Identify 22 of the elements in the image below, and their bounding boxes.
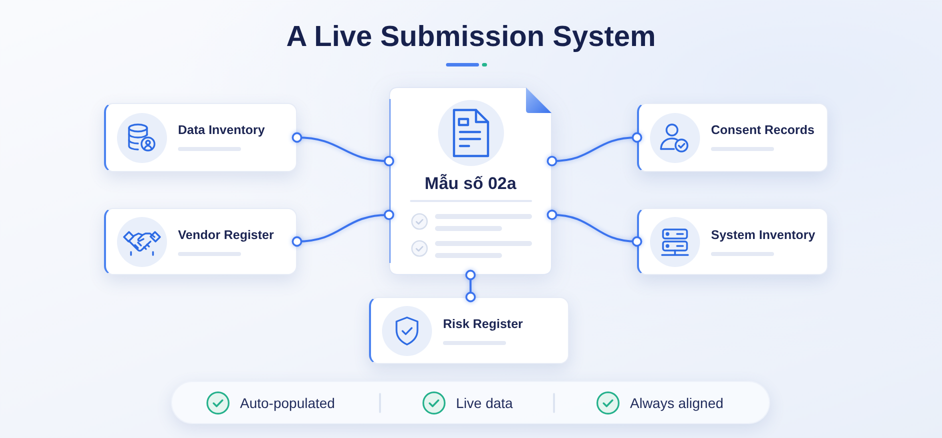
- info-card: [104, 103, 297, 172]
- feature-label: Always aligned: [630, 394, 724, 412]
- info-card: [369, 297, 569, 364]
- info-card: [104, 208, 297, 275]
- connector: [292, 132, 394, 166]
- feature-label: Live data: [456, 394, 513, 412]
- connector: [465, 270, 476, 302]
- feature-label: Auto-populated: [240, 394, 335, 412]
- info-card: [637, 103, 828, 172]
- card-title: Vendor Register: [178, 227, 274, 243]
- feature-bar: [171, 381, 770, 424]
- card-title: Consent Records: [711, 122, 814, 138]
- card-title: System Inventory: [711, 227, 816, 243]
- form-title: Mẫu số 02a: [424, 173, 516, 195]
- connector: [546, 132, 642, 166]
- connector: [292, 210, 394, 247]
- connector: [546, 210, 642, 247]
- document-card: [389, 87, 552, 275]
- card-title: Risk Register: [443, 316, 523, 332]
- card-title: Data Inventory: [178, 122, 265, 138]
- title: A Live Submission System: [286, 20, 656, 55]
- info-card: [637, 208, 828, 275]
